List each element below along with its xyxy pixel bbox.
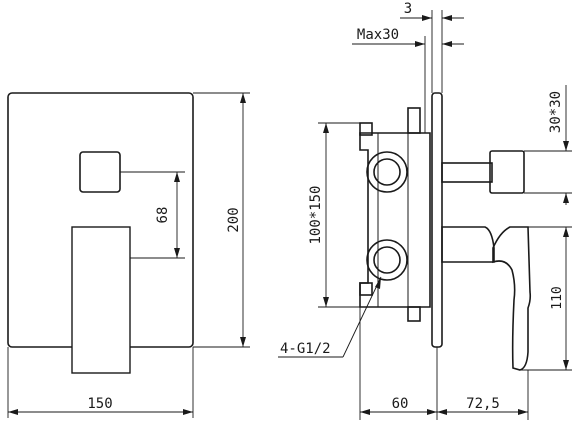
- dim-label-square-size: 30*30: [548, 91, 564, 133]
- dim-box-depth: 60: [359, 307, 438, 420]
- diverter-button: [79, 151, 121, 193]
- dim-label-handle-height: 110: [550, 286, 565, 309]
- front-view: 150 200 68: [7, 92, 250, 418]
- dim-box-size: 100*150: [308, 122, 360, 308]
- dim-label-handle-depth: 72,5: [466, 396, 500, 412]
- dim-label-max-depth: Max30: [357, 27, 399, 43]
- mixer-handle: [71, 226, 131, 374]
- side-view: 3 Max30 30*30 100*150: [278, 1, 572, 420]
- dim-max-depth: Max30: [352, 27, 464, 133]
- dim-label-front-height: 200: [226, 207, 242, 232]
- box-lug-top-left: [359, 122, 373, 136]
- dim-label-port-callout: 4-G1/2: [280, 341, 331, 357]
- dim-label-button-to-handle: 68: [155, 207, 171, 224]
- box-lug-bottom-left: [359, 282, 373, 296]
- box-lug-bottom-right: [407, 306, 421, 322]
- diverter-knob: [489, 150, 525, 194]
- dim-label-box-depth: 60: [392, 396, 409, 412]
- dim-label-front-width: 150: [87, 396, 112, 412]
- dim-handle-height: 110: [520, 226, 572, 371]
- port-callout: 4-G1/2: [278, 276, 382, 358]
- cover-plate-side: [431, 92, 443, 348]
- dim-side-gap: 3: [400, 1, 464, 93]
- dim-front-width: 150: [7, 347, 194, 418]
- dim-handle-depth: 72,5: [437, 370, 529, 420]
- dim-label-box-size: 100*150: [308, 185, 324, 244]
- dim-square-size: 30*30: [524, 85, 572, 205]
- handle-lever: [492, 226, 532, 371]
- handle-base: [441, 226, 495, 263]
- port-lower: [366, 239, 408, 281]
- dim-label-side-gap: 3: [404, 1, 412, 17]
- port-upper: [366, 151, 408, 193]
- diverter-stem: [441, 162, 493, 183]
- dim-front-height: 200: [193, 92, 250, 348]
- mounting-box: [359, 132, 431, 308]
- box-lug-top-right: [407, 107, 421, 134]
- dim-button-to-handle: 68: [120, 171, 185, 259]
